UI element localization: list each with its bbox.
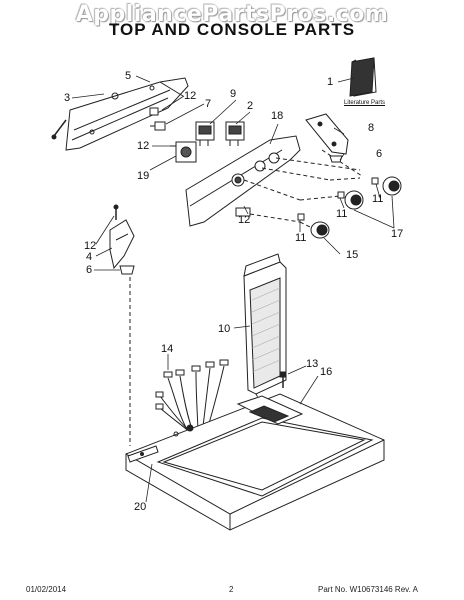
screw-part-12-left [114, 205, 118, 220]
site-watermark: AppliancePartsPros.com [75, 2, 389, 27]
callout-8: 8 [368, 122, 375, 134]
callout-14: 14 [161, 343, 174, 355]
callout-10: 10 [218, 323, 231, 335]
callout-17: 17 [391, 228, 404, 240]
callout-18: 18 [271, 110, 284, 122]
assembly-guide-lines [130, 150, 362, 446]
clip-part-11 [298, 178, 378, 220]
callout-12-left: 12 [84, 240, 97, 252]
screw-part-13 [280, 372, 286, 388]
callout-13: 13 [306, 358, 319, 370]
callout-16: 16 [320, 366, 333, 378]
callout-6-right: 6 [376, 148, 383, 160]
screw-part-6-left [120, 266, 134, 274]
clip-part-12-top [150, 108, 158, 115]
callout-11-b: 11 [372, 193, 384, 205]
console-rear-trim-part-5 [66, 78, 188, 150]
callout-11-c: 11 [295, 232, 307, 244]
callout-7: 7 [205, 98, 212, 110]
footer-part-number: Part No. W10673146 Rev. A [318, 585, 418, 594]
literature-manual-part-1 [350, 58, 376, 96]
callout-3: 3 [64, 92, 71, 104]
switch-part-2 [226, 122, 244, 146]
literature-parts-label: Literature Parts [344, 100, 386, 106]
clip-part-7 [150, 122, 165, 130]
callout-12-console: 12 [238, 214, 251, 226]
knob-part-17-a [345, 191, 363, 209]
callout-12-middle: 12 [137, 140, 150, 152]
callout-6-left: 6 [86, 264, 93, 276]
footer-date: 01/02/2014 [26, 585, 67, 594]
callout-11-a: 11 [336, 208, 348, 220]
knob-part-15 [311, 222, 329, 238]
callout-15: 15 [346, 249, 359, 261]
switch-part-9 [196, 122, 214, 146]
lint-screen-part-10 [244, 254, 286, 404]
footer-page-number: 2 [229, 585, 234, 594]
dryer-top-part-16 [126, 394, 384, 530]
callout-9: 9 [230, 88, 237, 100]
screw-part-3 [52, 120, 66, 139]
screw-part-6-top [330, 156, 342, 162]
page-title: TOP AND CONSOLE PARTS [108, 20, 356, 39]
callout-1: 1 [327, 76, 334, 88]
callout-2: 2 [247, 100, 254, 112]
knob-part-17-b [383, 177, 401, 195]
selector-part-19 [170, 142, 196, 162]
bracket-part-8 [306, 114, 348, 154]
callout-4: 4 [86, 251, 93, 263]
callout-20: 20 [134, 501, 147, 513]
bracket-part-4 [110, 220, 134, 268]
console-panel-part-18 [186, 136, 300, 226]
callout-12-top: 12 [184, 90, 197, 102]
callout-5: 5 [125, 70, 132, 82]
callout-leader-lines [72, 76, 394, 502]
callout-19: 19 [137, 170, 150, 182]
